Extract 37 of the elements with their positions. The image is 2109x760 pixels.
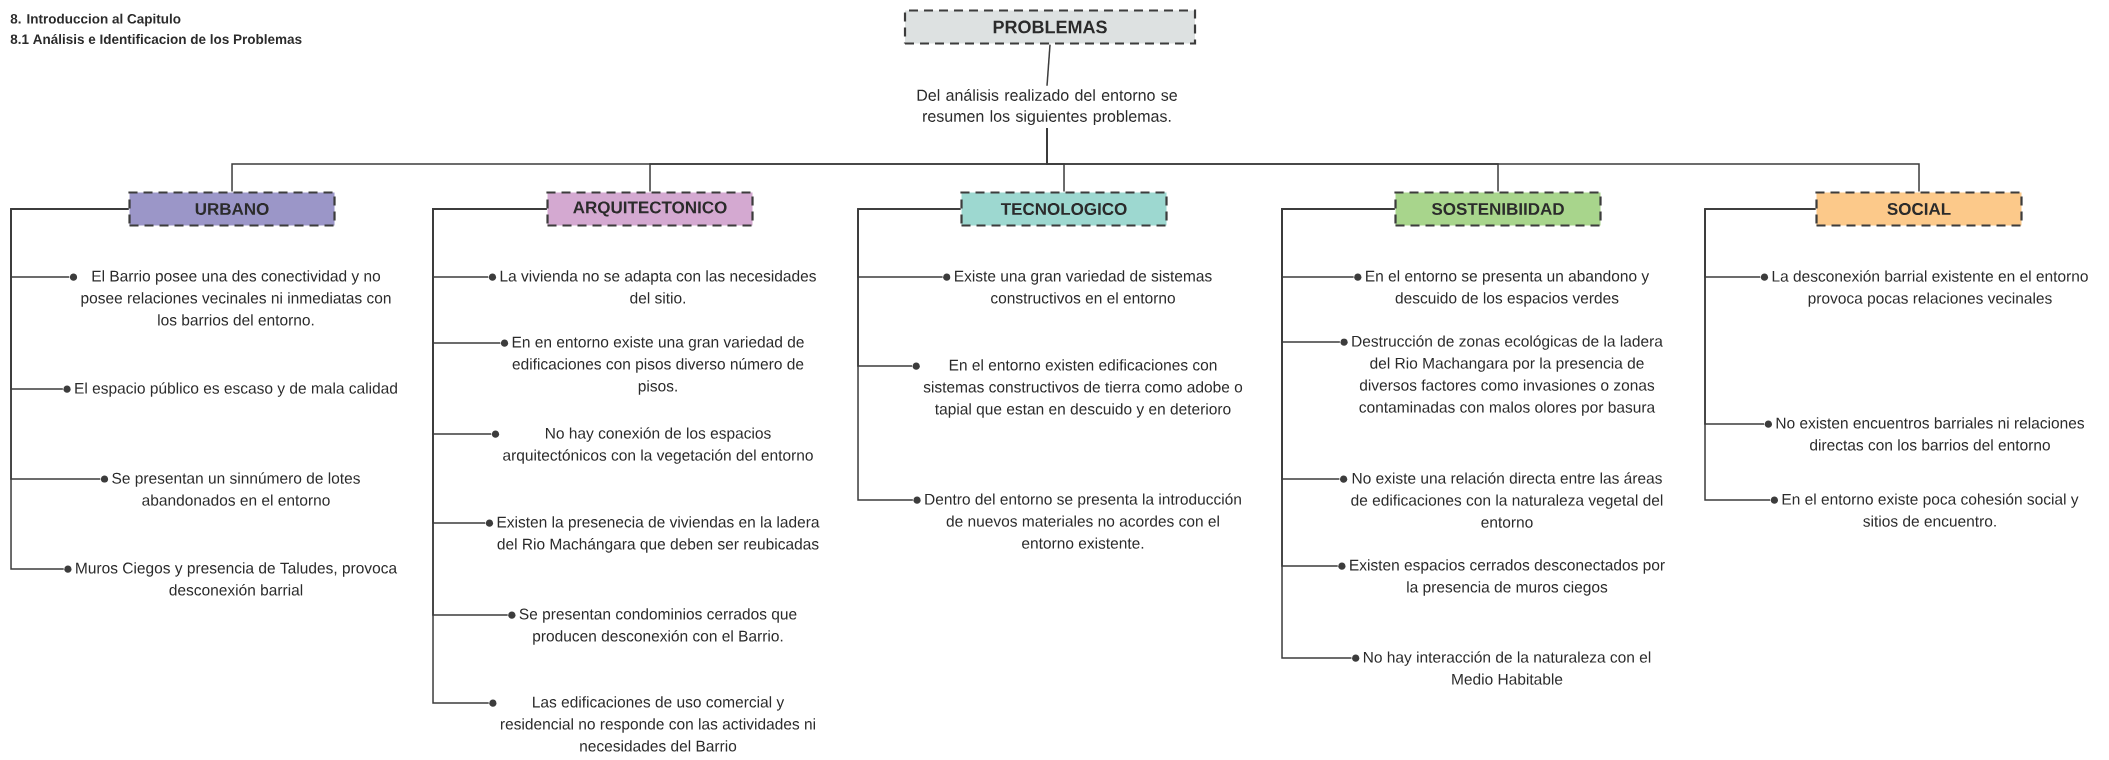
- problem-text: Destrucción de zonas ecológicas de la ladera del Rio Machangara por la presencia de diversos factores como invasiones o zonas contaminadas con malos olores por basura: [1340, 335, 1663, 416]
- problem-text: No existen encuentros barriales ni relaciones directas con los barrios del entorno: [1764, 417, 2084, 451]
- problem-text: El espacio público es escaso y de mala calidad: [63, 382, 397, 397]
- problem-text: Se presentan condominios cerrados que producen desconexión con el Barrio.: [508, 608, 797, 645]
- problem-text: No existe una relación directa entre las áreas de edificaciones con la naturaleza vegetal del entorno: [1340, 472, 1663, 528]
- problem-text: Existe una gran variedad de sistemas constructivos en el entorno: [943, 270, 1212, 304]
- connector-line: [10, 208, 130, 570]
- category-box: SOSTENIBIIDAD: [1394, 191, 1602, 227]
- problem-text: No hay interacción de la naturaleza con el Medio Habitable: [1352, 651, 1651, 685]
- problem-text: Muros Ciegos y presencia de Taludes, provoca desconexión barrial: [64, 562, 398, 596]
- intro-text: Del análisis realizado del entorno se resumen los siguientes problemas.: [917, 88, 1177, 126]
- problem-text: No hay conexión de los espacios arquitectónicos con la vegetación del entorno: [491, 427, 813, 464]
- problem-text: La desconexión barrial existente en el entorno provoca pocas relaciones vecinales: [1760, 270, 2088, 307]
- connector-line: [1704, 208, 1817, 501]
- connector-line: [432, 208, 548, 704]
- problem-text: Existen la presenecia de viviendas en la ladera del Rio Machángara que deben ser reubicadas: [485, 516, 820, 553]
- problem-text: La vivienda no se adapta con las necesidades del sitio.: [488, 270, 816, 304]
- category-box: ARQUITECTONICO: [546, 191, 754, 227]
- section-heading: 8. Introduccion al Capitulo: [10, 13, 181, 27]
- category-box: TECNOLOGICO: [960, 191, 1168, 227]
- problem-text: Se presentan un sinnúmero de lotes abandonados en el entorno: [100, 472, 360, 506]
- connector-line: [1046, 127, 1920, 193]
- connector-line: [1046, 43, 1051, 87]
- problem-text: En el entorno existen edificaciones con sistemas constructivos de tierra como adobe o tapial que estan en descuido y en deterioro: [912, 359, 1243, 418]
- connector-line: [857, 208, 962, 501]
- connector-line: [1281, 208, 1396, 659]
- problem-text: El Barrio posee una des conectividad y no posee relaciones vecinales ni inmediatas con los barrios del entorno.: [69, 270, 391, 326]
- problem-text: Las edificaciones de uso comercial y residencial no responde con las actividades ni necesidades del Barrio: [489, 696, 815, 752]
- category-box: SOCIAL: [1815, 191, 2023, 227]
- problem-text: Dentro del entorno se presenta la introducción de nuevos materiales no acordes con el entorno existente.: [913, 493, 1241, 549]
- problem-text: En en entorno existe una gran variedad de edificaciones con pisos diverso número de pisos.: [500, 336, 804, 395]
- problem-text: Existen espacios cerrados desconectados por la presencia de muros ciegos: [1338, 559, 1665, 596]
- problem-text: En el entorno existe poca cohesión social y sitios de encuentro.: [1770, 493, 2079, 527]
- section-heading: 8.1 Análisis e Identificacion de los Problemas: [10, 34, 302, 44]
- problem-text: En el entorno se presenta un abandono y descuido de los espacios verdes: [1354, 270, 1650, 307]
- category-box: URBANO: [128, 191, 336, 227]
- title-box: PROBLEMAS: [903, 9, 1197, 45]
